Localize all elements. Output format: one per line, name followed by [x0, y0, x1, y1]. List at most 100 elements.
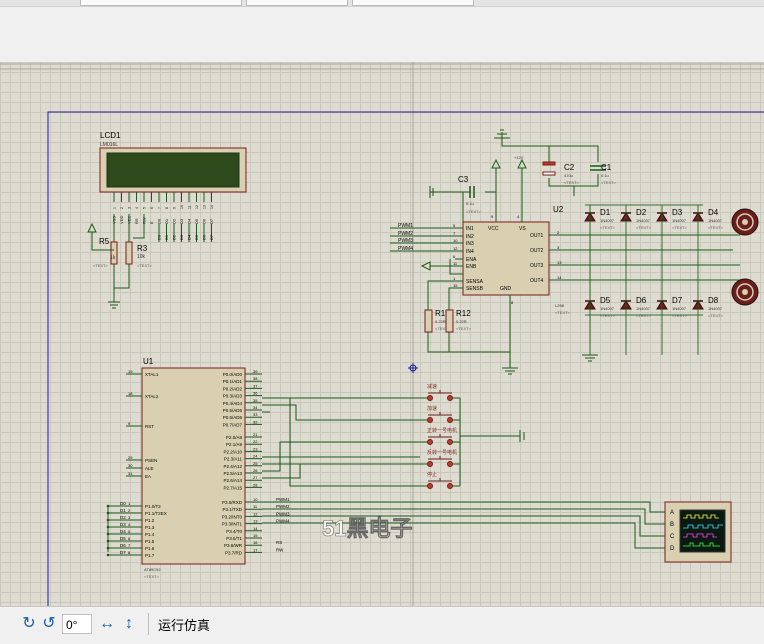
r3-potentiometer[interactable]: R3 10k <TEXT> — [125, 241, 153, 268]
mcu-pin-num: 31 — [128, 471, 133, 476]
lcd-pin-num: 11 — [188, 205, 192, 209]
r3-body — [125, 241, 133, 265]
diode-ref: D1 — [600, 208, 611, 217]
l298-pin-label: IN1 — [466, 226, 474, 232]
mcu-pin-num: 26 — [253, 468, 258, 473]
toolbar-tab[interactable] — [352, 0, 474, 6]
mcu-pins: XTAL119XTAL218RST9PSEN29ALE30EA31P1.0/T2… — [106, 369, 290, 558]
schematic-canvas[interactable]: LCD1 LM016L <TEXT> 1VSS2VDD3VEE4RS5RW6E7… — [0, 62, 764, 606]
mcu-pin-num: 10 — [253, 497, 258, 502]
mcu-pin-label: P3.4/T0 — [226, 529, 242, 534]
mcu-pin-label: P0.0/AD0 — [223, 372, 243, 377]
oscilloscope-screen — [679, 509, 726, 553]
toolbar-tab[interactable] — [246, 0, 348, 6]
mcu-pin-label: P2.1/A9 — [226, 442, 243, 447]
lcd-net-label: D4 — [187, 234, 192, 240]
diode-part: 1N4007 — [636, 218, 651, 223]
vs-triangle-icon — [517, 158, 527, 169]
lcd-screen — [106, 152, 240, 188]
mcu-pin-num: 29 — [128, 455, 133, 460]
r1-ref: R1 — [435, 309, 446, 318]
push-button[interactable]: 停止 — [420, 471, 460, 489]
push-button[interactable]: 正转一号电机 — [420, 427, 460, 445]
mcu-pin-label: P0.4/AD4 — [223, 401, 243, 406]
c1-capacitor[interactable]: C1 0.1u <TEXT> — [590, 163, 617, 185]
lcd-net-label: D5 — [194, 234, 199, 240]
mcu-net-label: PWM3 — [276, 511, 290, 516]
mcu-pin-num: 35 — [253, 398, 258, 403]
mcu-pin-num: 23 — [253, 446, 258, 451]
motor-1[interactable] — [731, 208, 759, 236]
r5-resistor[interactable]: R5 1k <TEXT> — [93, 237, 118, 268]
push-button[interactable]: 减速 — [420, 383, 460, 401]
schematic-svg[interactable]: LCD1 LM016L <TEXT> 1VSS2VDD3VEE4RS5RW6E7… — [0, 62, 764, 606]
r5-value: 1k — [110, 255, 116, 261]
mirror-horizontal-icon[interactable]: ↔ — [99, 615, 115, 632]
r3-text: <TEXT> — [137, 263, 153, 268]
c2-value: 470u — [564, 173, 573, 178]
l298-pin-num: 7 — [453, 231, 456, 236]
lcd-pin-label: RS — [134, 218, 139, 224]
r12-ref: R12 — [456, 309, 471, 318]
c1-ref: C1 — [601, 163, 612, 172]
l298-pin-label: OUT4 — [530, 278, 544, 284]
lcd-net-label: D6 — [202, 234, 207, 240]
c2-capacitor[interactable]: C2 470u <TEXT> — [542, 161, 580, 185]
u2-text: <TEXT> — [555, 310, 571, 315]
mcu-pin-num: 5 — [128, 529, 131, 534]
u1-ref: U1 — [143, 357, 154, 366]
ground-icon — [502, 367, 518, 375]
lcd-pin-label: D2 — [172, 218, 177, 224]
mcu-pin-label: P1.1/T2EX — [145, 511, 167, 516]
mcu-pin-num: 3 — [128, 515, 131, 520]
mcu-pin-num: 22 — [253, 439, 258, 444]
mcu-pin-label: P2.2/A10 — [223, 449, 242, 454]
at89c52-mcu[interactable]: U1 AT89C52 <TEXT> XTAL119XTAL218RST9PSEN… — [106, 357, 290, 579]
lcd-component[interactable]: LCD1 LM016L <TEXT> 1VSS2VDD3VEE4RS5RW6E7… — [99, 131, 247, 242]
rotation-angle-field[interactable]: 0° — [62, 614, 92, 634]
lcd-ref: LCD1 — [100, 131, 121, 140]
toolbar-tab[interactable] — [80, 0, 242, 6]
diode-part: 1N4007 — [672, 218, 687, 223]
diode-text: <TEXT> — [708, 225, 724, 230]
l298-pin-label: SENSA — [466, 279, 484, 285]
mcu-pin-num: 7 — [128, 543, 131, 548]
diode-bridge[interactable]: D11N4007<TEXT>D21N4007<TEXT>D31N4007<TEX… — [584, 208, 724, 318]
mcu-pin-label: P1.2 — [145, 518, 155, 523]
diode-ref: D2 — [636, 208, 647, 217]
lcd-pin-num: 5 — [143, 207, 147, 209]
l298-pin-label: ENA — [466, 257, 477, 263]
push-button[interactable]: 加速 — [420, 405, 460, 423]
mcu-net-label: D2 — [120, 515, 126, 520]
sheet-border — [47, 111, 764, 606]
mcu-body — [141, 367, 246, 565]
mcu-pin-label: EA — [145, 474, 151, 479]
c3-capacitor[interactable]: C3 0.1u <TEXT> — [458, 175, 482, 214]
lcd-net-label: D2 — [172, 234, 177, 240]
l298-pins: IN15IN27IN310IN412ENA6ENB11SENSA1SENSB15… — [453, 214, 562, 305]
diode-text: <TEXT> — [672, 225, 688, 230]
l298-driver[interactable]: U2 L298 <TEXT> VCC VS GND IN15IN27IN310I… — [453, 205, 571, 315]
mirror-vertical-icon[interactable]: ↕ — [125, 615, 133, 632]
mcu-pin-label: P1.0/T2 — [145, 504, 161, 509]
rotate-ccw-icon[interactable]: ↺ — [42, 615, 56, 632]
c3-value: 0.1u — [466, 201, 474, 206]
l298-pin-num: 10 — [453, 238, 458, 243]
statusbar-divider — [148, 613, 149, 635]
rotate-cw-icon[interactable]: ↻ — [22, 615, 36, 632]
mcu-pin-label: RST — [145, 424, 154, 429]
r12-resistor[interactable]: R12 0.22R <TEXT> — [445, 309, 472, 333]
mcu-pin-label: P3.7/RD — [225, 550, 243, 555]
u2-vcc: VCC — [488, 226, 499, 232]
l298-pin-num: 2 — [557, 230, 560, 235]
oscilloscope[interactable]: A B C D — [664, 501, 732, 563]
push-button[interactable]: 反转一号电机 — [420, 449, 460, 467]
mcu-pin-num: 33 — [253, 412, 258, 417]
diode-part: 1N4007 — [672, 306, 687, 311]
motor-2[interactable] — [731, 278, 759, 306]
mcu-pin-num: 13 — [253, 519, 258, 524]
button-label: 加速 — [427, 405, 437, 412]
lcd-pin-label: D6 — [202, 218, 207, 224]
